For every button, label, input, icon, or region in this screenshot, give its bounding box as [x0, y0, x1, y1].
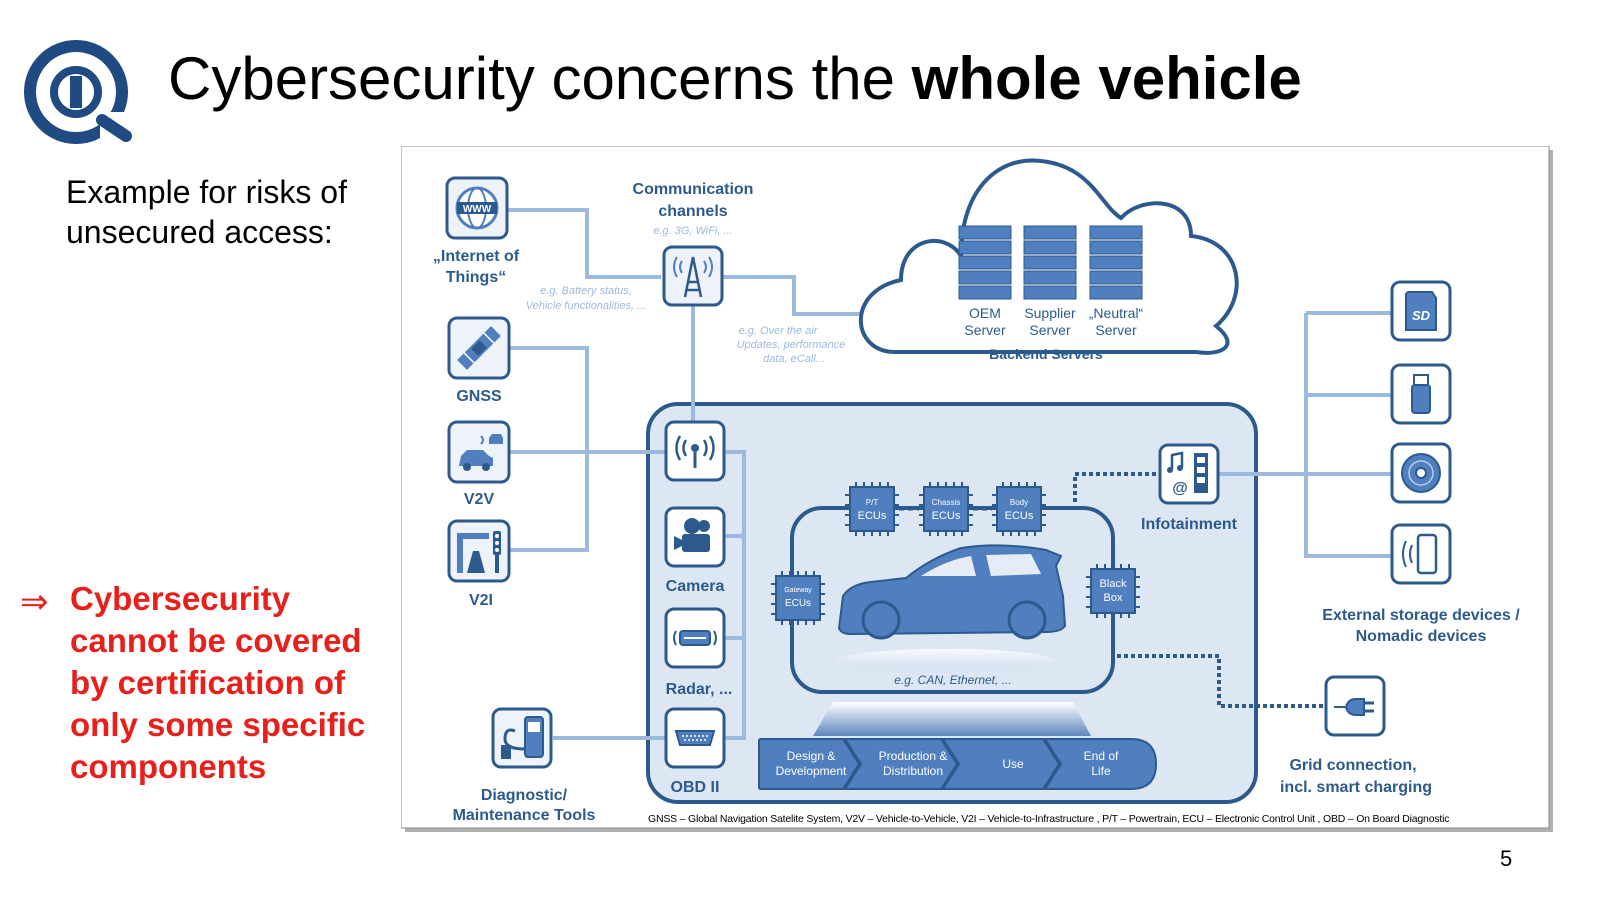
blackbox-label-1: Black [1100, 578, 1127, 590]
camera-label: Camera [666, 578, 725, 595]
camera-icon [664, 506, 726, 568]
server-neutral-label-2: Server [1095, 322, 1137, 338]
lifecycle-production [843, 738, 959, 790]
title-normal: Cybersecurity concerns the [168, 45, 912, 112]
chassis-ecu-label-2: ECUs [932, 510, 961, 522]
body-ecu-label-2: ECUs [1005, 510, 1034, 522]
bus-note: e.g. CAN, Ethernet, ... [894, 673, 1011, 687]
grid-label-1: Grid connection, [1289, 757, 1416, 774]
gnss-label: GNSS [456, 388, 502, 405]
car-to-car-icon [447, 420, 511, 484]
satellite-icon [447, 316, 511, 380]
vehicle-cybersecurity-diagram: OEM Server Supplier Server „Neutral“ Ser… [401, 146, 1553, 832]
lifecycle-4-line2: Life [1091, 764, 1111, 778]
ota-note-2: Updates, performance [737, 339, 846, 351]
www-icon-text: WWW [463, 204, 492, 215]
lifecycle-design [758, 738, 861, 790]
chassis-ecu-label-1: Chassis [932, 498, 960, 507]
comm-title-2: channels [658, 203, 727, 220]
cell-tower-icon [662, 245, 724, 307]
comm-example: e.g. 3G, WiFi, ... [653, 225, 732, 237]
ota-note-3: data, eCall... [763, 353, 825, 365]
www-globe-icon: WWW [445, 176, 509, 240]
lifecycle-3-line1: Use [1002, 757, 1024, 771]
external-label-2: Nomadic devices [1356, 628, 1487, 645]
iot-label-2: Things“ [446, 269, 506, 286]
lifecycle-2-line1: Production & [879, 749, 948, 763]
disc-icon [1390, 442, 1452, 504]
gateway-ecu-label-2: ECUs [785, 598, 811, 609]
pt-ecu-chip: P/T ECUs [845, 482, 899, 536]
server-supplier-icon [1023, 225, 1077, 300]
server-neutral-icon [1089, 225, 1143, 300]
lifecycle-1-line2: Development [776, 764, 847, 778]
obd-label: OBD II [671, 779, 720, 796]
black-box-chip: Black Box [1086, 564, 1140, 618]
iot-note-2: Vehicle functionalities, ... [526, 300, 647, 312]
backend-servers-label: Backend Servers [989, 346, 1103, 362]
obd-port-icon [664, 707, 726, 769]
server-oem-label-2: Server [964, 322, 1006, 338]
iot-label-1: „Internet of [433, 248, 520, 265]
road-infrastructure-icon [447, 519, 511, 583]
conclusion-text: Cybersecurity cannot be covered by certi… [70, 580, 366, 785]
svg-text:@: @ [1172, 480, 1188, 497]
v2v-label: V2V [464, 491, 495, 508]
sd-icon-text: SD [1412, 308, 1431, 323]
server-oem-label-1: OEM [969, 305, 1001, 321]
server-supplier-label-2: Server [1029, 322, 1071, 338]
lifecycle-chevrons [758, 738, 1158, 790]
diag-tools-label-2: Maintenance Tools [453, 807, 596, 824]
connection-lines [508, 208, 1391, 740]
smartphone-icon [1390, 523, 1452, 585]
lifecycle-use [941, 738, 1061, 790]
lifecycle-end [1043, 738, 1158, 790]
body-ecu-chip: Body ECUs [992, 482, 1046, 536]
radar-icon [664, 607, 726, 669]
slide-title: Cybersecurity concerns the whole vehicle [168, 44, 1302, 113]
diag-tools-label-1: Diagnostic/ [481, 787, 568, 804]
page-number: 5 [1500, 846, 1513, 871]
infotainment-icon: @ [1158, 443, 1220, 505]
external-label-1: External storage devices / [1322, 607, 1520, 624]
iot-note-1: e.g. Battery status, [540, 285, 632, 297]
sd-card-icon: SD [1390, 280, 1452, 342]
server-oem-icon [958, 225, 1012, 300]
infotainment-label: Infotainment [1141, 516, 1238, 533]
ota-note-1: e.g. Over the air [739, 325, 819, 337]
radar-label: Radar, ... [666, 681, 733, 698]
comm-title-1: Communication [633, 181, 754, 198]
server-neutral-label-1: „Neutral“ [1089, 305, 1144, 321]
v2i-label: V2I [469, 592, 493, 609]
gateway-ecu-label-1: Gateway [784, 587, 812, 594]
body-ecu-label-1: Body [1010, 498, 1028, 507]
lifecycle-1-line1: Design & [787, 749, 836, 763]
pt-ecu-label-1: P/T [866, 498, 879, 507]
chassis-ecu-chip: Chassis ECUs [919, 482, 973, 536]
title-bold: whole vehicle [911, 45, 1302, 112]
blackbox-label-2: Box [1104, 592, 1123, 604]
footnote: GNSS – Global Navigation Satelite System… [648, 813, 1449, 825]
lifecycle-4-line1: End of [1084, 749, 1119, 763]
charging-plug-icon [1324, 675, 1386, 737]
server-supplier-label-1: Supplier [1024, 305, 1076, 321]
lifecycle-beam [813, 702, 1091, 736]
conclusion-arrow: ⇒ [20, 583, 49, 621]
diagnostic-tool-icon [491, 707, 553, 769]
antenna-icon [664, 420, 726, 482]
logo [24, 40, 132, 144]
car-icon [836, 544, 1067, 673]
gateway-ecu-chip: Gateway ECUs [771, 571, 825, 625]
wired-connections [1073, 472, 1326, 708]
intro-text: Example for risks of unsecured access: [66, 174, 347, 250]
grid-label-2: incl. smart charging [1280, 779, 1432, 796]
lifecycle-2-line2: Distribution [883, 764, 943, 778]
usb-stick-icon [1390, 363, 1452, 425]
pt-ecu-label-2: ECUs [858, 510, 887, 522]
